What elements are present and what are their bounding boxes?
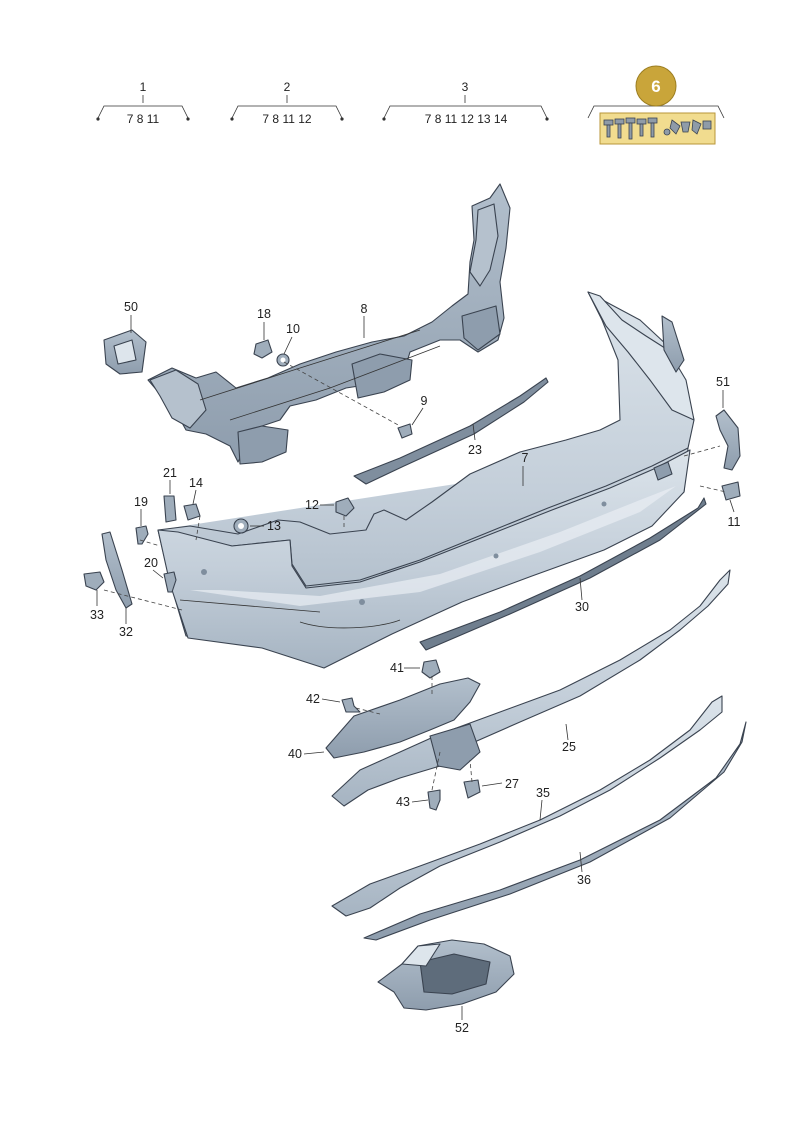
part-9-clip: [397, 423, 413, 439]
callout-7: 7: [522, 451, 529, 465]
callout-36: 36: [577, 873, 591, 887]
part-13-nut: [233, 518, 249, 534]
part-32-strip: [101, 531, 133, 609]
part-43-screw: [427, 789, 441, 811]
callout-35: 35: [536, 786, 550, 800]
group-3-number: 3: [462, 80, 469, 94]
callout-52: 52: [455, 1021, 469, 1035]
part-14-clip: [183, 503, 201, 521]
part-20-screw: [163, 571, 177, 593]
group-header-2: 2 7 8 11 12: [230, 80, 344, 126]
callout-12: 12: [305, 498, 319, 512]
callout-50: 50: [124, 300, 138, 314]
callout-14: 14: [189, 476, 203, 490]
part-40-bracket: [325, 677, 481, 759]
part-42-screw: [341, 697, 361, 713]
callout-32: 32: [119, 625, 133, 639]
group-2-items: 7 8 11 12: [262, 112, 311, 126]
badge-number: 6: [651, 77, 660, 96]
callout-51: 51: [716, 375, 730, 389]
part-11-clip: [721, 481, 741, 501]
callout-41: 41: [390, 661, 404, 675]
group-header-1: 1 7 8 11: [96, 80, 190, 126]
callout-labels: 50 18 10 8 9 23 7 51 11 21 14 19 12 13 2…: [90, 300, 740, 1035]
part-21-clip: [163, 495, 177, 523]
callout-27: 27: [505, 777, 519, 791]
part-41-nut: [421, 659, 441, 679]
part-52-exhaust-tip: [377, 939, 515, 1011]
callout-19: 19: [134, 495, 148, 509]
group-header-6: 6: [587, 65, 725, 145]
part-36-strip: [363, 721, 747, 941]
part-19-screw: [135, 525, 149, 545]
leader-lines: [96, 315, 735, 1020]
callout-30: 30: [575, 600, 589, 614]
part-30-strip: [419, 497, 707, 651]
group-3-items: 7 8 11 12 13 14: [425, 112, 508, 126]
part-51-bracket: [715, 409, 741, 471]
group-header-3: 3 7 8 11 12 13 14: [382, 80, 549, 126]
callout-10: 10: [286, 322, 300, 336]
part-27-nut: [463, 779, 481, 799]
callout-11: 11: [728, 515, 741, 529]
group-1-items: 7 8 11: [127, 112, 160, 126]
callout-9: 9: [421, 394, 428, 408]
callout-33: 33: [90, 608, 104, 622]
callout-13: 13: [267, 519, 281, 533]
badge-circle: [635, 65, 677, 107]
callout-40: 40: [288, 747, 302, 761]
group-2-number: 2: [284, 80, 291, 94]
callout-42: 42: [306, 692, 320, 706]
callout-25: 25: [562, 740, 576, 754]
part-8-carrier: [147, 183, 511, 465]
callout-21: 21: [163, 466, 177, 480]
part-33-clip: [83, 571, 105, 591]
group-1-number: 1: [140, 80, 147, 94]
callout-8: 8: [361, 302, 368, 316]
part-7-bumper-cover: [157, 291, 695, 669]
screw-set-icon: [603, 117, 712, 140]
callout-20: 20: [144, 556, 158, 570]
callout-23: 23: [468, 443, 482, 457]
callout-43: 43: [396, 795, 410, 809]
part-35-diffuser: [331, 695, 723, 917]
part-12-nut: [335, 497, 355, 517]
part-23-strip: [353, 377, 549, 485]
part-18-nut: [253, 339, 273, 359]
part-50-bracket: [103, 329, 147, 375]
callout-18: 18: [257, 307, 271, 321]
